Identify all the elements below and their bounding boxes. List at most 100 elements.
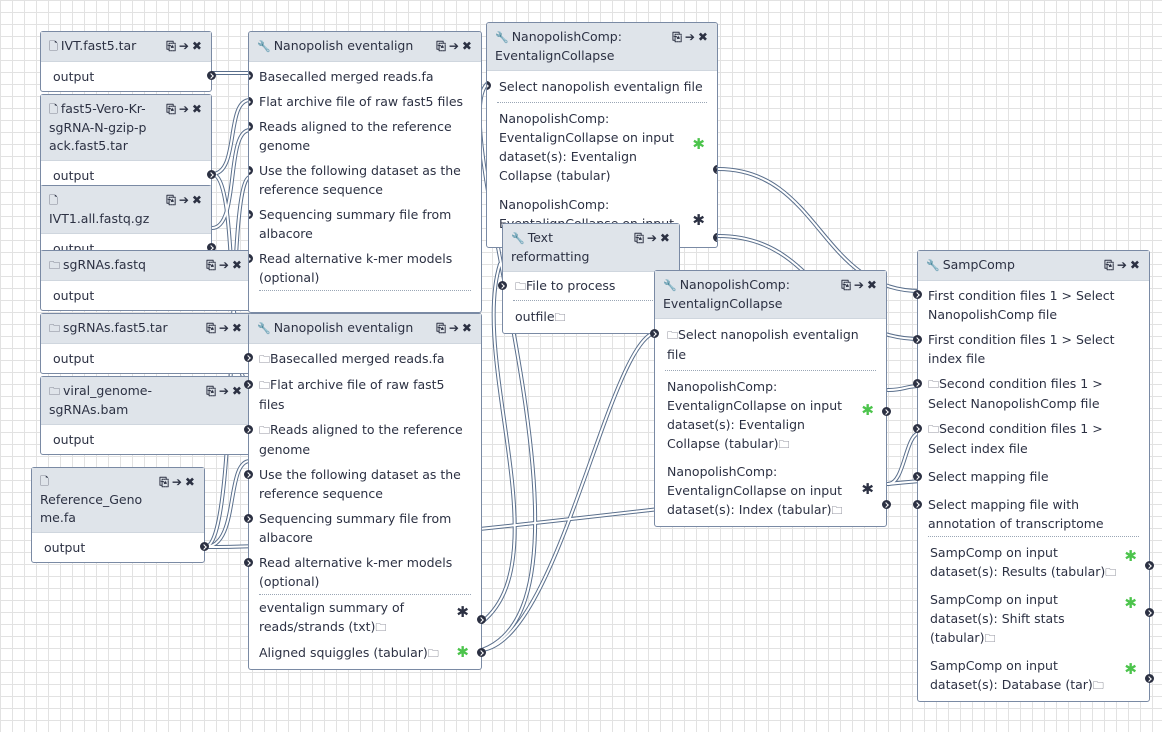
input-terminal[interactable] (249, 254, 253, 263)
node-header[interactable]: 🗋Reference_Genome.fa ⎘➔✖ (32, 468, 204, 533)
input-terminal[interactable] (913, 424, 922, 433)
output-terminal[interactable] (1145, 561, 1154, 570)
output-terminal[interactable] (207, 170, 216, 179)
node-action-buttons[interactable]: ⎘➔✖ (841, 278, 880, 292)
node-header[interactable]: 🗋IVT1.all.fastq.gz ⎘➔✖ (41, 186, 211, 234)
tool-node-sampcomp[interactable]: 🔧SampComp ⎘➔✖ First condition files 1 > … (913, 250, 1154, 702)
input-row: First condition files 1 > Select index f… (913, 327, 1149, 371)
input-terminal[interactable] (650, 329, 659, 338)
node-action-buttons[interactable]: ⎘➔✖ (159, 475, 198, 489)
input-label: Select nanopolish eventalign file (667, 327, 859, 362)
input-terminal[interactable] (244, 425, 253, 434)
node-action-buttons[interactable]: ⎘➔✖ (206, 258, 245, 272)
input-terminal[interactable] (244, 470, 253, 479)
node-title: Nanopolish eventalign (273, 320, 414, 335)
output-terminal[interactable] (1145, 674, 1154, 683)
node-title: Text reformatting (511, 230, 590, 264)
node-title: sgRNAs.fast5.tar (63, 320, 168, 335)
optional-marker: ✱ (1124, 547, 1137, 565)
input-node-reference-genome[interactable]: 🗋Reference_Genome.fa ⎘➔✖ output (31, 467, 209, 563)
folder-icon: 🗀 (515, 280, 526, 293)
tool-node-collapse-1[interactable]: 🔧NanopolishComp: EventalignCollapse ⎘➔✖ … (486, 22, 718, 248)
input-label: Reads aligned to the reference genome (259, 119, 452, 153)
output-terminal[interactable] (882, 500, 891, 509)
output-label: output (53, 69, 95, 84)
required-marker: ✱ (861, 480, 874, 498)
file-icon: 🗋 (49, 40, 58, 53)
node-header[interactable]: 🔧NanopolishComp: EventalignCollapse ⎘➔✖ (655, 271, 886, 319)
input-terminal[interactable] (244, 380, 253, 389)
node-action-buttons[interactable]: ⎘➔✖ (672, 30, 711, 44)
tool-node-eventalign-2[interactable]: 🔧Nanopolish eventalign ⎘➔✖ 🗀Basecalled m… (244, 313, 486, 670)
input-node-fast5-vero[interactable]: 🗋fast5-Vero-Kr-sgRNA-N-gzip-pack.fast5.t… (40, 94, 216, 191)
input-terminal[interactable] (913, 379, 922, 388)
input-terminal[interactable] (249, 71, 253, 80)
node-action-buttons[interactable]: ⎘➔✖ (206, 321, 245, 335)
node-action-buttons[interactable]: ⎘➔✖ (1104, 258, 1143, 272)
input-terminal[interactable] (913, 290, 922, 299)
output-terminal[interactable] (207, 71, 216, 80)
output-terminal[interactable] (477, 615, 486, 624)
divider (259, 290, 471, 291)
output-terminal[interactable] (713, 165, 717, 174)
input-node-sgrnas-fastq[interactable]: 🗀sgRNAs.fastq ⎘➔✖ output (40, 250, 252, 311)
node-header[interactable]: 🗀viral_genome-sgRNAs.bam ⎘➔✖ (41, 377, 251, 425)
node-header[interactable]: 🔧Text reformatting ⎘➔✖ (503, 224, 679, 272)
output-terminal[interactable] (477, 648, 486, 657)
output-terminal[interactable] (882, 407, 891, 416)
node-action-buttons[interactable]: ⎘➔✖ (634, 231, 673, 245)
input-terminal[interactable] (913, 335, 922, 344)
file-icon: 🗋 (40, 475, 49, 488)
node-header[interactable]: 🔧SampComp ⎘➔✖ (918, 251, 1149, 281)
input-terminal[interactable] (244, 514, 253, 523)
node-header[interactable]: 🔧Nanopolish eventalign ⎘➔✖ (249, 32, 481, 62)
folder-icon: 🗀 (1105, 566, 1117, 579)
input-terminal[interactable] (244, 558, 253, 567)
connector (481, 263, 516, 623)
input-row: Select nanopolish eventalign file (487, 71, 717, 102)
tool-node-eventalign-1[interactable]: 🔧Nanopolish eventalign ⎘➔✖ Basecalled me… (248, 31, 482, 313)
input-row: 🗀File to process (498, 272, 679, 300)
connector (211, 99, 251, 175)
node-action-buttons[interactable]: ⎘➔✖ (436, 321, 475, 335)
tool-node-text-reformatting[interactable]: 🔧Text reformatting ⎘➔✖ 🗀File to process … (498, 223, 680, 334)
input-terminal[interactable] (913, 472, 922, 481)
output-row: Aligned squiggles (tabular)🗀 ✱ (249, 640, 486, 669)
input-terminal[interactable] (249, 166, 253, 175)
output-terminal[interactable] (713, 233, 717, 242)
node-header[interactable]: 🗋fast5-Vero-Kr-sgRNA-N-gzip-pack.fast5.t… (41, 95, 211, 161)
node-action-buttons[interactable]: ⎘➔✖ (166, 102, 205, 116)
output-terminal[interactable] (1145, 608, 1154, 617)
input-terminal[interactable] (249, 210, 253, 219)
input-row: Sequencing summary file from albacore (244, 506, 481, 550)
node-action-buttons[interactable]: ⎘➔✖ (436, 39, 475, 53)
wrench-icon: 🔧 (257, 322, 271, 335)
output-label: output (53, 288, 95, 303)
node-header[interactable]: 🔧Nanopolish eventalign ⎘➔✖ (249, 314, 481, 344)
output-row: outfile🗀 (503, 301, 679, 333)
node-header[interactable]: 🔧NanopolishComp: EventalignCollapse ⎘➔✖ (487, 23, 717, 71)
folder-icon: 🗀 (1092, 679, 1104, 692)
input-terminal[interactable] (244, 353, 253, 362)
input-node-ivt-fast5[interactable]: 🗋IVT.fast5.tar ⎘➔✖ output (40, 31, 216, 92)
folder-icon: 🗀 (928, 378, 939, 391)
input-terminal[interactable] (487, 81, 491, 90)
input-terminal[interactable] (913, 500, 922, 509)
node-header[interactable]: 🗀sgRNAs.fastq ⎘➔✖ (41, 251, 251, 281)
input-terminal[interactable] (249, 97, 253, 106)
tool-node-collapse-2[interactable]: 🔧NanopolishComp: EventalignCollapse ⎘➔✖ … (650, 270, 891, 527)
output-row: output (32, 533, 209, 562)
input-row: Use the following dataset as the referen… (249, 158, 481, 202)
node-action-buttons[interactable]: ⎘➔✖ (206, 384, 245, 398)
input-terminal[interactable] (249, 122, 253, 131)
node-action-buttons[interactable]: ⎘➔✖ (166, 39, 205, 53)
input-node-viral-bam[interactable]: 🗀viral_genome-sgRNAs.bam ⎘➔✖ output (40, 376, 252, 455)
node-header[interactable]: 🗋IVT.fast5.tar ⎘➔✖ (41, 32, 211, 62)
file-icon: 🗋 (49, 194, 58, 207)
output-terminal[interactable] (200, 542, 209, 551)
input-node-sgrnas-fast5[interactable]: 🗀sgRNAs.fast5.tar ⎘➔✖ output (40, 313, 252, 374)
node-header[interactable]: 🗀sgRNAs.fast5.tar ⎘➔✖ (41, 314, 251, 344)
input-terminal[interactable] (498, 281, 507, 290)
node-action-buttons[interactable]: ⎘➔✖ (166, 193, 205, 207)
folder-icon: 🗀 (554, 311, 566, 324)
